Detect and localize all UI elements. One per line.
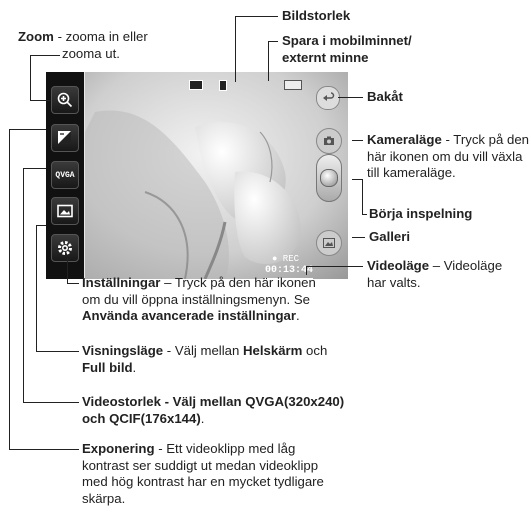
rec-indicator: ● REC [272,254,300,264]
label-kameralage: Kameraläge - Tryck på den här ikonen om … [367,132,529,180]
video-size-icon: QVGA [55,170,75,180]
exposure-icon [58,131,71,144]
label-zoom: Zoom - zooma in eller zooma ut. [18,29,148,61]
label-installningar: Inställningar – Tryck på den här ikonen … [82,275,316,323]
view-mode-icon [57,204,73,218]
left-toolbar: QVGA [46,72,84,279]
callout-line [352,237,365,238]
gallery-button[interactable] [316,230,342,256]
callout-line [9,449,79,450]
label-videolage: Videoläge – Videoläge har valts. [367,258,503,290]
label-visningslage: Visningsläge - Välj mellan Helskärm och … [82,343,328,375]
label-videostorlek: Videostorlek - Välj mellan QVGA(320x240)… [82,394,345,426]
exposure-button[interactable] [51,124,79,152]
callout-line [362,214,367,215]
label-galleri: Galleri [369,229,411,244]
camera-icon [324,136,334,145]
callout-line [352,179,362,180]
camera-mode-button[interactable] [316,128,342,154]
preview-photo [85,72,348,279]
recording-timer: 00:13:44 [265,265,314,276]
callout-line [36,351,79,352]
record-button[interactable] [316,154,342,202]
label-borja-inspelning: Börja inspelning [369,206,473,221]
label-exponering: Exponering - Ett videoklipp med låg kont… [82,441,324,506]
callout-line [30,100,50,101]
callout-line [352,140,363,141]
settings-button[interactable] [51,234,79,262]
callout-line [36,225,37,351]
callout-line [36,225,46,226]
callout-line [306,266,307,275]
video-size-button[interactable]: QVGA [51,161,79,189]
callout-line [268,41,269,81]
label-bildstorlek: Bildstorlek [282,8,351,23]
settings-icon [58,241,72,255]
storage-icon [219,80,227,91]
callout-line [23,402,79,403]
gallery-icon [323,238,335,248]
back-button[interactable] [316,86,340,110]
callout-line [338,97,363,98]
record-icon [320,169,338,187]
callout-line [23,168,24,402]
zoom-icon [57,92,73,108]
camera-screen: QVGA [46,72,348,279]
timer-underline [265,278,313,279]
view-mode-button[interactable] [51,197,79,225]
callout-line [30,55,31,100]
image-size-icon [189,80,203,90]
label-spara: Spara i mobilminnet/ externt minne [282,33,412,65]
right-controls [316,128,342,256]
callout-line [30,55,60,56]
callout-line [67,283,79,284]
callout-line [23,168,46,169]
callout-line [67,258,68,283]
zoom-button[interactable] [51,86,79,114]
callout-line [268,41,278,42]
battery-icon [284,80,302,90]
callout-line [306,266,363,267]
callout-line [9,129,10,449]
callout-line [362,179,363,215]
callout-line [235,16,278,17]
label-bakat: Bakåt [367,89,403,104]
callout-line [235,16,236,82]
back-icon [323,92,335,101]
callout-line [9,129,46,130]
